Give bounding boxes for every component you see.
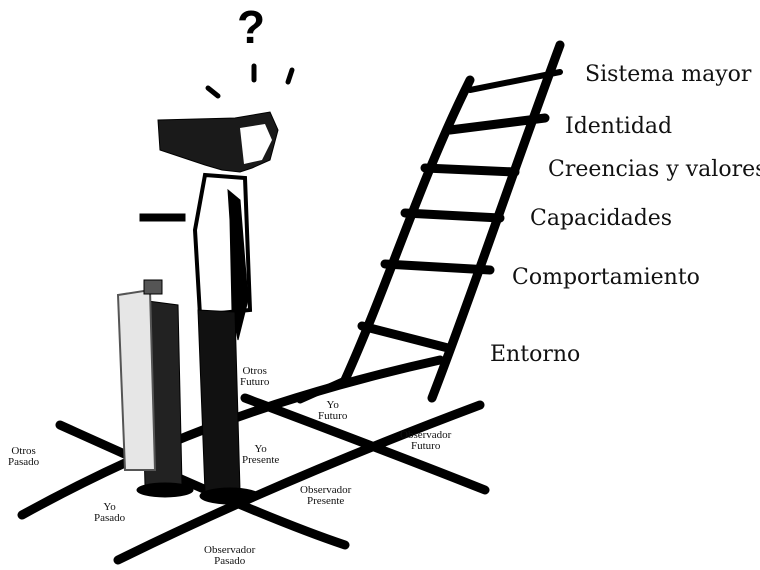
timeline-line-right (240, 393, 490, 495)
thought-mark-left (205, 85, 221, 99)
person-leg-ghost (116, 288, 157, 471)
label-yo-presente-line2: Presente (242, 454, 280, 466)
label-observador-pasado-line2: Pasado (214, 555, 246, 567)
person-shadow-stroke (139, 213, 186, 222)
timeline-line-front (113, 400, 485, 565)
label-observador-futuro: Observador Futuro (400, 430, 451, 452)
label-yo-presente: Yo Presente (242, 444, 279, 466)
label-yo-futuro-line1: Yo (326, 399, 339, 411)
label-sistema-mayor: Sistema mayor (585, 62, 752, 87)
label-observador-pasado: Observador Pasado (204, 545, 255, 567)
label-yo-pasado-line1: Yo (103, 501, 116, 513)
neurological-levels-ladder (296, 40, 565, 404)
label-otros-pasado: Otros Pasado (8, 446, 39, 468)
label-yo-pasado-line2: Pasado (94, 512, 126, 524)
label-otros-pasado-line1: Otros (11, 445, 36, 457)
label-otros-futuro-line2: Futuro (240, 376, 270, 388)
thought-mark-right (285, 67, 295, 85)
label-otros-futuro-line1: Otros (242, 365, 267, 377)
ladder-bottom-bend (296, 376, 349, 404)
label-comportamiento: Comportamiento (512, 265, 700, 290)
label-otros-futuro: Otros Futuro (240, 366, 269, 388)
ladder-rung-comportamiento (380, 259, 495, 275)
ladder-rung-capacidades (400, 208, 505, 223)
person-shoe-right (199, 487, 261, 505)
ladder-rung-sistema-mayor (467, 69, 563, 93)
label-observador-presente: Observador Presente (300, 485, 351, 507)
label-otros-pasado-line2: Pasado (8, 456, 40, 468)
label-observador-presente-line2: Presente (307, 495, 345, 507)
label-observador-futuro-line1: Observador (400, 429, 452, 441)
label-observador-pasado-line1: Observador (204, 544, 256, 556)
label-capacidades: Capacidades (530, 206, 673, 231)
thinking-person-figure (116, 111, 279, 505)
ladder-rung-creencias (420, 163, 520, 177)
question-mark: ? (237, 1, 266, 53)
ladder-rung-entorno (357, 321, 453, 353)
label-identidad: Identidad (565, 114, 673, 139)
person-arm (227, 188, 249, 341)
ladder-right-rail (427, 40, 565, 403)
ladder-left-rail (340, 75, 475, 385)
thought-marks (205, 63, 295, 99)
person-hand-mark (143, 279, 163, 295)
label-entorno: Entorno (490, 342, 581, 367)
person-face (240, 124, 272, 164)
person-shoe-left (136, 482, 194, 498)
label-observador-futuro-line2: Futuro (410, 440, 441, 452)
label-yo-presente-line1: Yo (254, 443, 267, 455)
label-yo-futuro-line2: Futuro (318, 410, 348, 422)
label-yo-pasado: Yo Pasado (94, 502, 125, 524)
person-leg-front (197, 309, 241, 493)
label-creencias-y-valores: Creencias y valores (548, 157, 760, 182)
label-observador-presente-line1: Observador (300, 484, 352, 496)
ladder-rung-identidad (445, 113, 550, 135)
label-yo-futuro: Yo Futuro (318, 400, 347, 422)
